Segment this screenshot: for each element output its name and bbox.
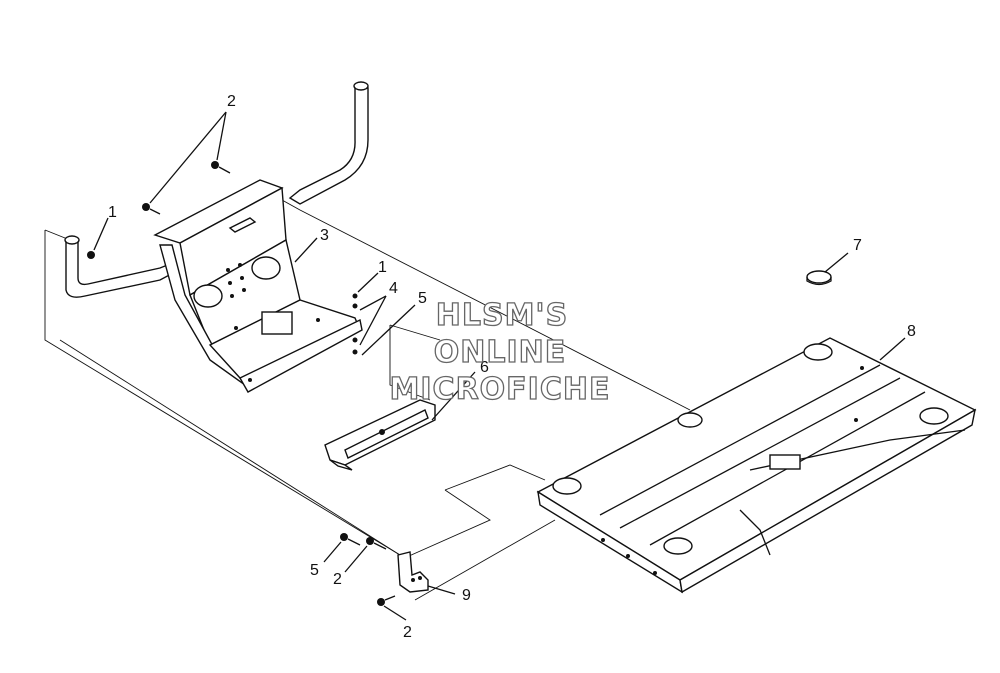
callout-5-mid: 5 [418, 290, 427, 307]
leader-lines [93, 111, 906, 621]
callout-2-bottom-left: 2 [333, 571, 342, 588]
callout-1-mid: 1 [378, 259, 387, 276]
slide-rail [324, 399, 436, 471]
callout-2-bottom: 2 [403, 624, 412, 641]
callout-4: 4 [389, 280, 398, 297]
callout-2-top: 2 [227, 93, 236, 110]
fasteners [87, 161, 396, 606]
watermark: HLSM'S ONLINE MICROFICHE [389, 297, 611, 407]
small-bracket [397, 551, 429, 593]
callout-1-left: 1 [108, 204, 117, 221]
watermark-line-2: ONLINE [434, 335, 567, 370]
callout-5-bottom: 5 [310, 562, 319, 579]
callout-labels: 1 2 3 1 4 5 6 7 8 5 2 9 2 [108, 93, 916, 641]
callout-3: 3 [320, 227, 329, 244]
deck-frame [536, 337, 977, 594]
watermark-line-3: MICROFICHE [390, 372, 611, 407]
callout-7: 7 [853, 237, 862, 254]
plug-cap [806, 270, 832, 286]
front-bracket-assembly [153, 179, 363, 393]
callout-6: 6 [480, 359, 489, 376]
callout-9: 9 [462, 587, 471, 604]
watermark-line-1: HLSM'S [436, 298, 568, 333]
callout-8: 8 [907, 323, 916, 340]
